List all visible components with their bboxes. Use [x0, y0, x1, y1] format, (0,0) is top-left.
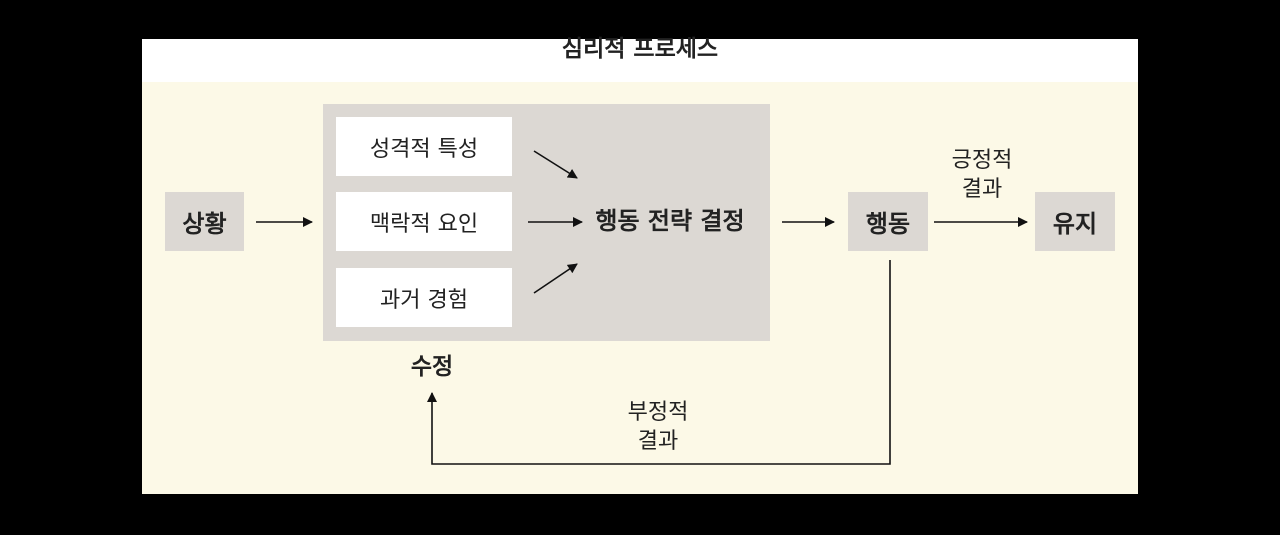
- negative-result-label: 부정적 결과: [608, 398, 708, 456]
- positive-result-line: 결과: [961, 177, 1003, 202]
- behavior-label: 행동: [865, 210, 911, 238]
- factor-label: 맥락적 요인: [369, 211, 479, 237]
- positive-result-line: 긍정적: [951, 148, 1013, 173]
- maintain-label: 유지: [1052, 210, 1098, 238]
- factor-box-personality: 성격적 특성: [336, 117, 512, 176]
- situation-label: 상황: [182, 210, 227, 238]
- arrow-personality-to-decision: [533, 150, 578, 179]
- negative-result-line: 부정적: [627, 400, 689, 425]
- positive-result-label: 긍정적 결과: [932, 146, 1032, 204]
- arrows-layer: [256, 150, 1028, 465]
- diagram-frame: 심리적 프로세스 상황 성격적 특성 맥락적 요인 과거 경험 행동 전략 결정…: [142, 36, 1138, 494]
- factor-label: 과거 경험: [380, 287, 468, 313]
- arrow-experience-to-decision: [533, 263, 578, 294]
- diagram-title: 심리적 프로세스: [561, 36, 719, 62]
- factor-label: 성격적 특성: [369, 136, 479, 162]
- maintain-box: 유지: [1035, 192, 1115, 251]
- factor-box-context: 맥락적 요인: [336, 192, 512, 251]
- revise-label: 수정: [410, 354, 454, 380]
- decision-label: 행동 전략 결정: [595, 207, 745, 235]
- diagram-canvas: 상황 성격적 특성 맥락적 요인 과거 경험 행동 전략 결정 행동 유지 긍정…: [142, 82, 1138, 494]
- situation-box: 상황: [165, 192, 244, 251]
- arrow-negative-feedback: [427, 260, 891, 465]
- title-band: 심리적 프로세스: [142, 36, 1138, 82]
- factor-box-experience: 과거 경험: [336, 268, 512, 327]
- negative-result-line: 결과: [637, 429, 679, 454]
- behavior-box: 행동: [848, 192, 928, 251]
